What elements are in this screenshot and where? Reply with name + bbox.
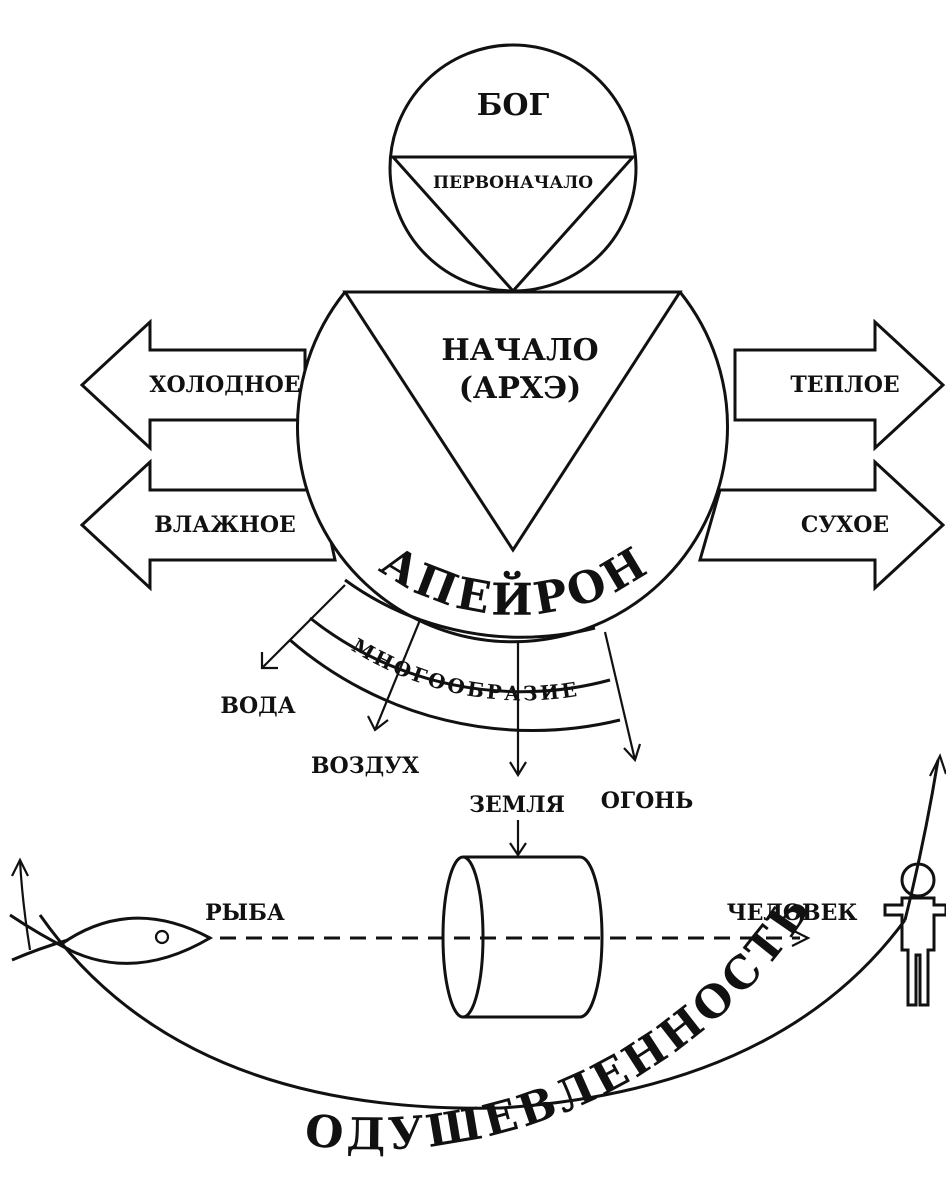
dry-arrow: СУХОЕ: [698, 458, 946, 592]
water-label: ВОДА: [220, 693, 295, 719]
dry-label: СУХОЕ: [801, 512, 889, 538]
god-label: БОГ: [477, 88, 550, 123]
god-circle-group: БОГ ПЕРВОНАЧАЛО: [388, 43, 638, 294]
wet-label: ВЛАЖНОЕ: [154, 512, 296, 538]
evolution-arrowhead: [791, 929, 811, 947]
apeiron-shape: [296, 290, 729, 644]
element-arrows: [260, 584, 642, 857]
animation-arc-line: [38, 914, 907, 1110]
cold-arrow: ХОЛОДНОЕ: [79, 318, 307, 452]
animation-arrowhead: [929, 753, 946, 777]
arche-label-line2: (АРХЭ): [459, 371, 582, 406]
warm-label: ТЕПЛОЕ: [790, 372, 899, 398]
god-circle: [388, 43, 638, 293]
wet-arrow: ВЛАЖНОЕ: [79, 458, 337, 592]
earth-label: ЗЕМЛЯ: [469, 792, 565, 818]
fire-label: ОГОНЬ: [601, 788, 693, 814]
diversity-label: МНОГООБРАЗИЕ: [348, 633, 582, 705]
warm-arrow: ТЕПЛОЕ: [733, 318, 946, 452]
fish-label: РЫБА: [205, 900, 285, 926]
cold-label: ХОЛОДНОЕ: [149, 372, 300, 398]
apeiron-group: НАЧАЛО (АРХЭ) АПЕЙРОН: [296, 290, 729, 644]
fish-icon: [9, 857, 214, 965]
animation-arc-upper: [903, 759, 940, 921]
air-label: ВОЗДУХ: [311, 753, 420, 779]
first-principle-triangle: [389, 155, 637, 294]
arche-triangle: [342, 290, 683, 553]
first-principle-label: ПЕРВОНАЧАЛО: [433, 173, 593, 193]
arche-label-line1: НАЧАЛО: [441, 333, 598, 368]
human-label: ЧЕЛОВЕК: [727, 900, 858, 926]
